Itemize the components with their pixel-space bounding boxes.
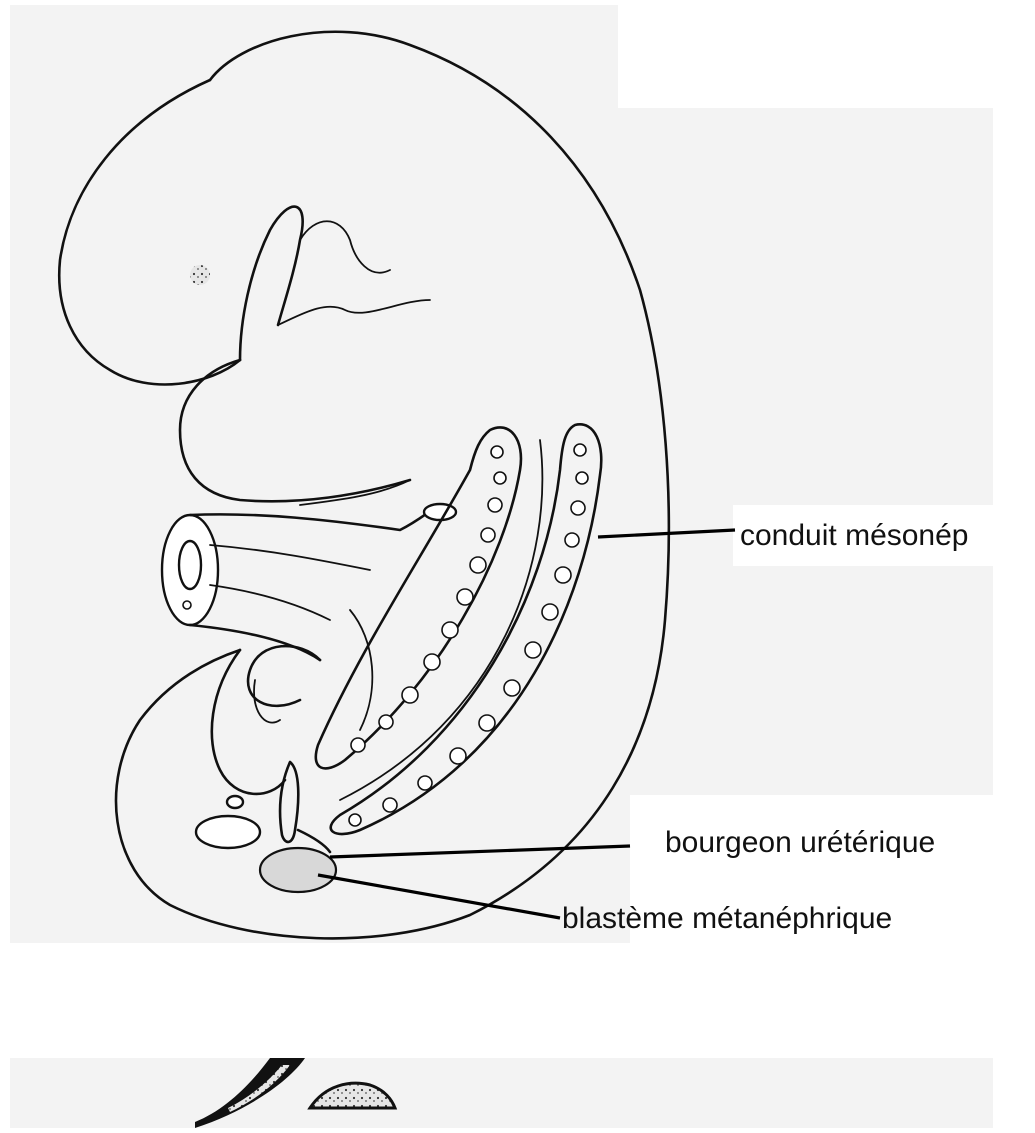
label-ureteric-bud: bourgeon urétérique bbox=[665, 826, 935, 859]
label-mesonephric-duct: conduit mésonép bbox=[740, 519, 969, 552]
label-metanephric-blastema: blastème métanéphrique bbox=[562, 902, 892, 935]
metanephric-blastema bbox=[260, 848, 336, 892]
diagram-panel-bottom bbox=[10, 1058, 993, 1128]
